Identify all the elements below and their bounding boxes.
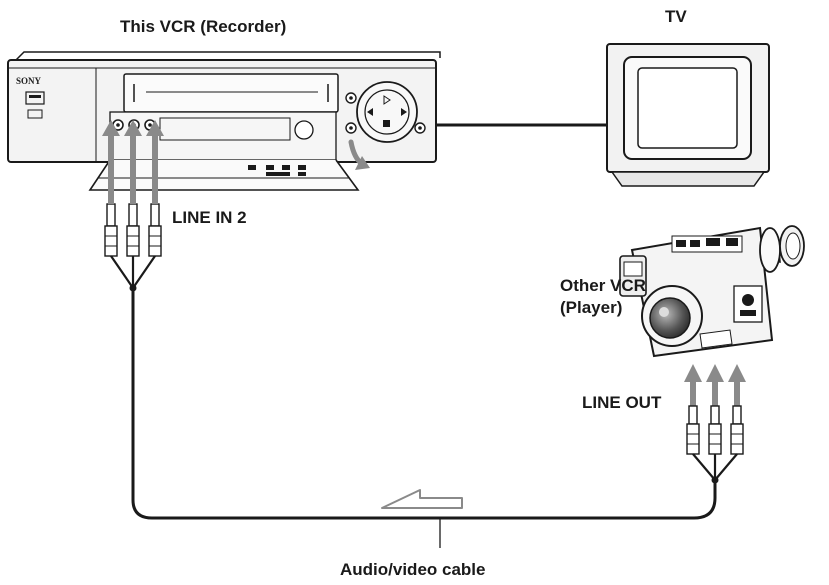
vcr-recorder: SONY: [7, 51, 441, 191]
vcr-brand-logo: SONY: [16, 76, 42, 86]
player-label-line1: Other VCR: [560, 276, 646, 295]
audio-video-cable: [131, 288, 717, 520]
line-out-arrows: [684, 364, 746, 406]
line-in-arrows: [102, 120, 164, 204]
plug-audio-right-in: [148, 203, 162, 257]
plug-video-out: [686, 405, 700, 455]
recorder-label: This VCR (Recorder): [120, 17, 287, 36]
tv-set: [606, 43, 770, 187]
line-out-plugs: [686, 405, 744, 484]
line-out-label: LINE OUT: [582, 393, 662, 412]
player-label-line2: (Player): [560, 298, 623, 317]
power-button: [25, 91, 45, 105]
stop-icon: [383, 120, 390, 127]
cable-label: Audio/video cable: [340, 560, 486, 579]
line-in-plugs: [104, 203, 162, 292]
plug-video-in: [104, 203, 118, 257]
line-in-label: LINE IN 2: [172, 208, 247, 227]
plug-audio-left-out: [708, 405, 722, 455]
lens: [649, 297, 691, 339]
cassette-compartment: [123, 73, 339, 113]
plug-audio-left-in: [126, 203, 140, 257]
viewfinder: [759, 227, 781, 273]
tv-label: TV: [665, 7, 687, 26]
player-label: Other VCR (Player): [560, 275, 646, 319]
signal-direction-arrow: [381, 489, 463, 509]
jog-dial: [356, 81, 418, 143]
play-icon: [383, 95, 391, 105]
plug-audio-right-out: [730, 405, 744, 455]
camcorder-player: [619, 225, 805, 358]
